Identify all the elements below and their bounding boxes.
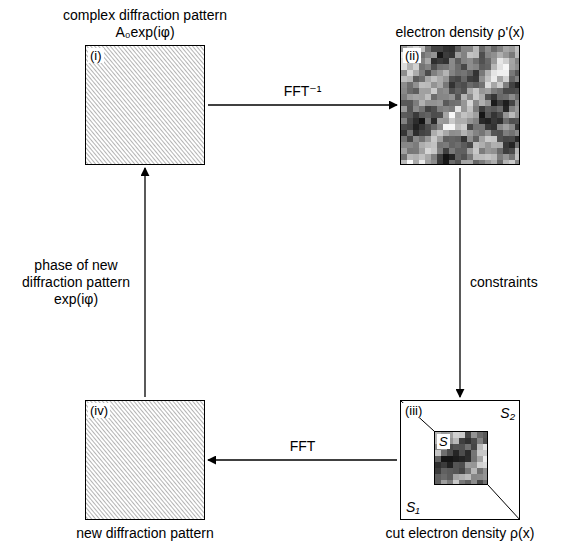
edge-label: phase of new diffraction pattern exp(iφ) <box>15 257 137 308</box>
s2-label: S₂ <box>499 405 516 421</box>
panel-texture <box>86 46 204 164</box>
edge-label: FFT⁻¹ <box>282 83 324 100</box>
panel-tag: (iii) <box>403 403 424 418</box>
panel-caption: complex diffraction pattern A₀exp(iφ) <box>45 7 245 41</box>
flow-arrow <box>144 168 145 397</box>
panel-texture <box>86 401 204 519</box>
edge-label: constraints <box>468 274 540 291</box>
diffraction-panel: complex diffraction pattern A₀exp(iφ)(i) <box>85 45 205 165</box>
support-region: S <box>434 431 488 485</box>
edge-label: FFT <box>288 438 318 455</box>
s1-label: S₁ <box>405 499 421 515</box>
flow-arrow <box>208 459 397 460</box>
panel-caption: electron density ρ'(x) <box>360 24 560 41</box>
panel-texture <box>401 46 519 164</box>
panel-caption: new diffraction pattern <box>45 525 245 542</box>
panel-tag: (i) <box>88 48 104 63</box>
panel-tag: S <box>437 434 450 449</box>
panel-tag: (ii) <box>403 48 421 63</box>
new-diffraction-panel: new diffraction pattern(iv) <box>85 400 205 520</box>
flow-arrow <box>208 104 397 105</box>
cut-density-panel: cut electron density ρ(x)(iii)SS₂S₁ <box>400 400 520 520</box>
panel-tag: (iv) <box>88 403 110 418</box>
density-panel: electron density ρ'(x)(ii) <box>400 45 520 165</box>
panel-caption: cut electron density ρ(x) <box>360 525 560 542</box>
flow-arrow <box>459 168 460 397</box>
